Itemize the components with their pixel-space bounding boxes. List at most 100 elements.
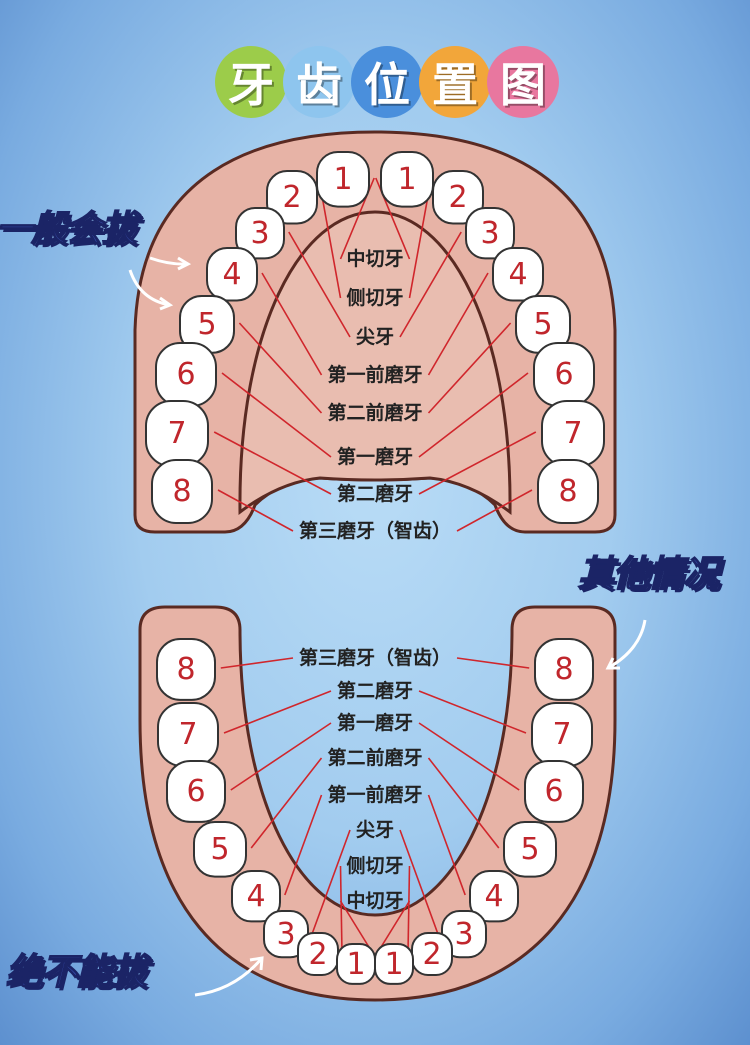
lower-tooth — [524, 760, 584, 823]
upper-tooth — [492, 247, 544, 302]
leader-line — [223, 690, 332, 734]
lower-tooth-number: 1 — [384, 947, 403, 982]
leader-line — [217, 489, 294, 532]
leader-line — [284, 794, 323, 896]
upper-tooth-label: 第一磨牙 — [337, 445, 413, 468]
upper-tooth-label: 中切牙 — [346, 247, 403, 270]
lower-tooth-label: 侧切牙 — [346, 855, 403, 877]
upper-tooth-number: 8 — [172, 474, 191, 509]
lower-tooth — [166, 760, 226, 823]
upper-tooth-number: 4 — [508, 257, 527, 292]
label-other-cases: 其他情况 — [577, 553, 720, 596]
leader-line — [418, 722, 520, 791]
title-char-3: 位 — [351, 46, 423, 118]
upper-tooth-number: 5 — [533, 307, 552, 342]
lower-tooth-number: 8 — [176, 652, 195, 687]
lower-tooth — [156, 638, 216, 701]
lower-tooth-number: 7 — [178, 717, 197, 752]
leader-line — [288, 231, 351, 338]
upper-tooth-label: 尖牙 — [356, 325, 394, 348]
upper-tooth-number: 7 — [167, 416, 186, 451]
lower-tooth-label: 第一前磨牙 — [327, 783, 422, 806]
upper-tooth — [380, 151, 434, 208]
lower-tooth-number: 5 — [210, 832, 229, 867]
leader-line — [221, 372, 332, 458]
lower-tooth-number: 2 — [422, 937, 441, 972]
lower-tooth-label: 第二磨牙 — [337, 679, 413, 702]
leader-line — [399, 829, 439, 934]
label-never-extract: 绝不能拔 — [5, 951, 148, 994]
leader-line — [250, 757, 323, 849]
leader-line — [418, 431, 537, 495]
lower-tooth-number: 5 — [520, 832, 539, 867]
label-usually-extract: 一般会拔 — [0, 208, 138, 251]
upper-tooth-number: 8 — [558, 474, 577, 509]
leader-line — [407, 865, 411, 954]
title-char-4: 置 — [419, 46, 491, 118]
upper-tooth-number: 5 — [197, 307, 216, 342]
lower-tooth-number: 6 — [186, 774, 205, 809]
title-char-1: 牙 — [215, 46, 287, 118]
upper-tooth-label: 侧切牙 — [346, 287, 403, 309]
upper-tooth-number: 6 — [176, 357, 195, 392]
lower-tooth — [193, 821, 247, 878]
upper-tooth-label: 第二磨牙 — [337, 482, 413, 505]
leader-line — [418, 690, 527, 734]
upper-tooth-number: 3 — [480, 216, 499, 251]
lower-tooth — [469, 870, 519, 923]
leader-line — [238, 322, 323, 414]
leader-line — [230, 722, 332, 791]
leader-line — [427, 322, 512, 414]
lower-tooth — [534, 638, 594, 701]
lower-tooth — [374, 943, 414, 985]
lower-tooth-label: 中切牙 — [346, 889, 403, 912]
lower-tooth-number: 3 — [454, 917, 473, 952]
leader-line — [456, 489, 533, 532]
leader-line — [427, 757, 500, 849]
lower-tooth — [231, 870, 281, 923]
lower-tooth — [503, 821, 557, 878]
upper-tooth-number: 7 — [563, 416, 582, 451]
lower-tooth-number: 6 — [544, 774, 563, 809]
lower-tooth-number: 2 — [308, 937, 327, 972]
upper-tooth-label: 第三磨牙（智齿） — [299, 519, 451, 542]
lower-tooth-number: 4 — [484, 879, 503, 914]
upper-tooth — [537, 459, 599, 524]
lower-tooth-label: 第一磨牙 — [337, 711, 413, 734]
leader-line — [456, 657, 530, 669]
leader-line — [213, 431, 332, 495]
title-char-2: 齿 — [283, 46, 355, 118]
upper-tooth — [465, 207, 515, 260]
upper-tooth — [235, 207, 285, 260]
leader-line — [408, 195, 429, 299]
upper-tooth — [266, 170, 318, 225]
upper-tooth — [316, 151, 370, 208]
upper-tooth-number: 6 — [554, 357, 573, 392]
leader-line — [261, 272, 323, 376]
leader-line — [427, 272, 489, 376]
upper-tooth-number: 1 — [397, 162, 416, 197]
lower-tooth-label: 第二前磨牙 — [327, 746, 422, 769]
leader-line — [418, 372, 529, 458]
title-char-5: 图 — [487, 46, 559, 118]
leader-line — [321, 195, 342, 299]
leader-line — [220, 657, 294, 669]
upper-tooth — [151, 459, 213, 524]
page-title: 牙 齿 位 置 图 — [215, 46, 559, 118]
upper-tooth-number: 2 — [282, 180, 301, 215]
lower-tooth-number: 8 — [554, 652, 573, 687]
upper-tooth-number: 1 — [333, 162, 352, 197]
upper-tooth-label: 第一前磨牙 — [327, 363, 422, 386]
lower-tooth-label: 尖牙 — [356, 818, 394, 841]
upper-tooth-number: 3 — [250, 216, 269, 251]
leader-line — [399, 231, 462, 338]
upper-tooth-number: 4 — [222, 257, 241, 292]
upper-tooth-number: 2 — [448, 180, 467, 215]
lower-tooth-label: 第三磨牙（智齿） — [299, 646, 451, 669]
leader-line — [427, 794, 466, 896]
upper-tooth — [206, 247, 258, 302]
leader-line — [311, 829, 351, 934]
upper-tooth-label: 第二前磨牙 — [327, 401, 422, 424]
